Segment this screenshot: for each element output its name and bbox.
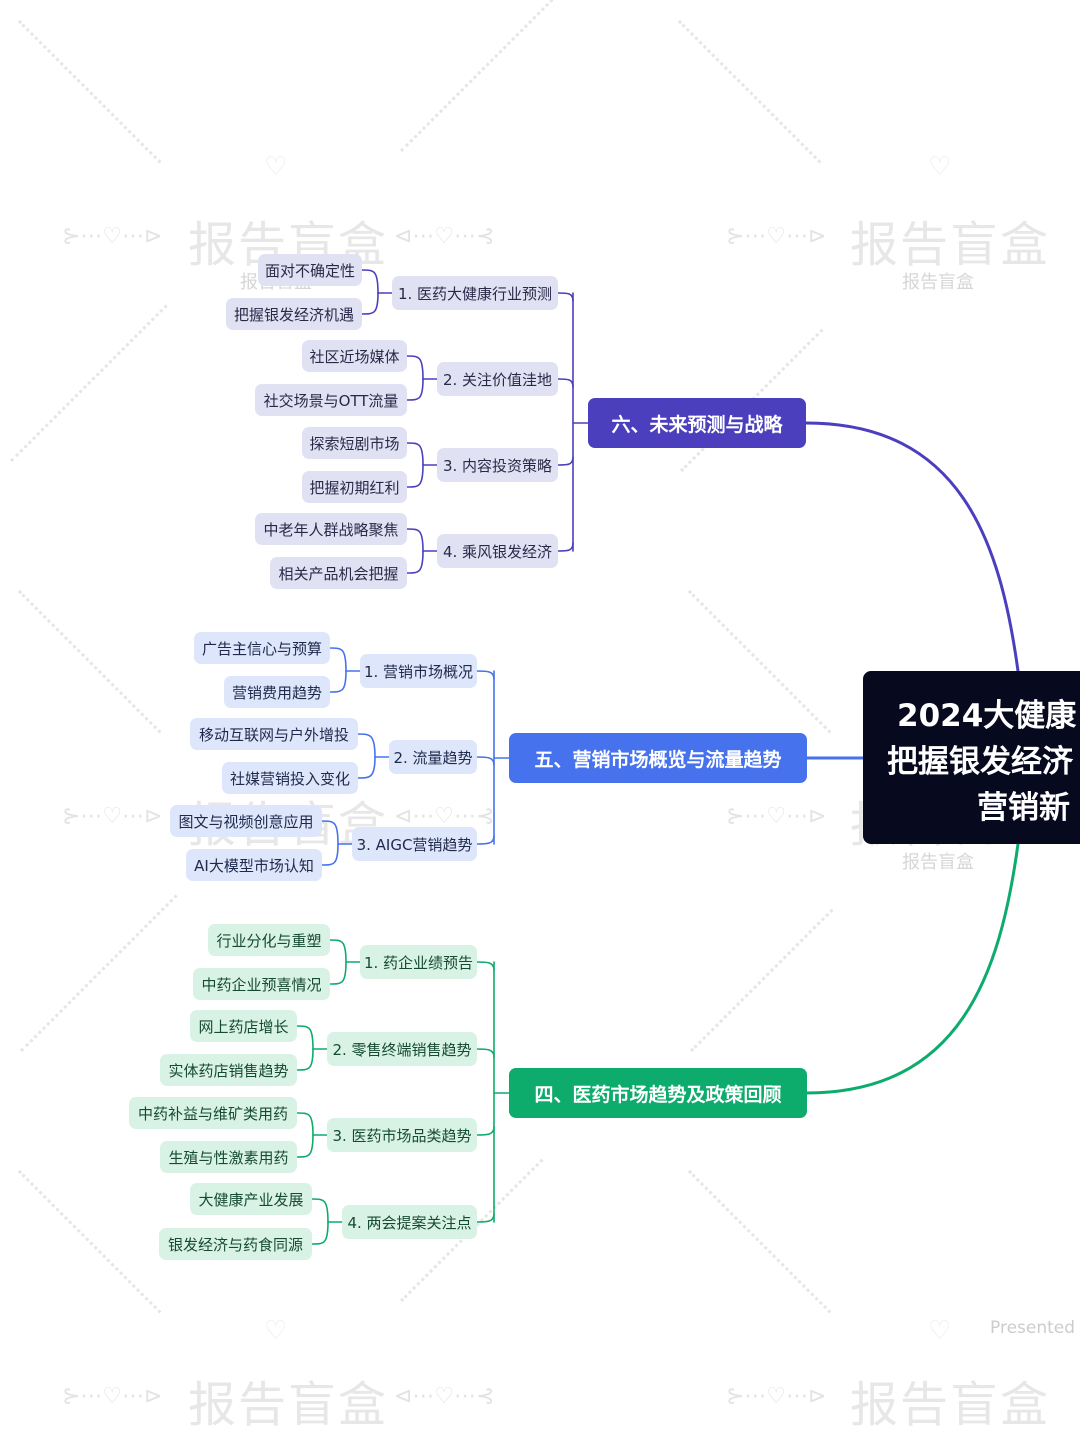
leaf-node[interactable]: AI大模型市场认知: [186, 849, 322, 881]
sub-leaf-link: [296, 1134, 314, 1158]
sub-leaf-link: [296, 1025, 314, 1050]
sub-leaf-link: [406, 355, 424, 380]
sub-leaf-link: [361, 269, 379, 294]
leaf-node[interactable]: 中药企业预喜情况: [193, 968, 330, 1000]
leaf-node[interactable]: 把握银发经济机遇: [226, 298, 362, 330]
sub-leaf-link: [406, 464, 424, 488]
branch-sub-link: [476, 961, 495, 971]
branch-sub-link: [476, 1126, 495, 1136]
leaf-node[interactable]: 相关产品机会把握: [270, 557, 407, 589]
sub-node[interactable]: 1. 医药大健康行业预测: [392, 276, 558, 310]
sub-node[interactable]: 4. 两会提案关注点: [342, 1205, 477, 1239]
branch-sub-link: [557, 542, 574, 552]
leaf-node[interactable]: 广告主信心与预算: [194, 632, 330, 664]
sub-leaf-link: [311, 1198, 329, 1223]
leaf-node[interactable]: 社区近场媒体: [302, 340, 407, 372]
leaf-node[interactable]: 中老年人群战略聚焦: [255, 513, 407, 545]
sub-leaf-link: [406, 528, 424, 552]
leaf-node[interactable]: 中药补益与维矿类用药: [129, 1097, 297, 1129]
branch-sub-link: [557, 292, 574, 302]
sub-leaf-link: [406, 378, 424, 401]
branch-sub-link: [476, 670, 495, 680]
root-node[interactable]: 2024大健康 把握银发经济 营销新: [863, 671, 1080, 844]
sub-node[interactable]: 4. 乘风银发经济: [437, 534, 558, 568]
branch-node-marketing-overview[interactable]: 五、营销市场概览与流量趋势: [509, 733, 807, 783]
leaf-node[interactable]: 生殖与性激素用药: [160, 1141, 297, 1173]
sub-leaf-link: [357, 733, 376, 758]
sub-leaf-link: [321, 820, 339, 845]
leaf-node[interactable]: 银发经济与药食同源: [159, 1228, 312, 1260]
sub-leaf-link: [296, 1048, 314, 1071]
branch-sub-link: [557, 378, 574, 388]
sub-leaf-link: [311, 1221, 329, 1245]
root-title-line: 营销新: [977, 790, 1070, 826]
leaf-node[interactable]: 实体药店销售趋势: [160, 1054, 297, 1086]
sub-leaf-link: [329, 939, 347, 963]
branch-node-future-strategy[interactable]: 六、未来预测与战略: [588, 398, 806, 448]
sub-node[interactable]: 2. 关注价值洼地: [437, 362, 558, 396]
sub-node[interactable]: 2. 零售终端销售趋势: [327, 1032, 477, 1066]
sub-node[interactable]: 3. AIGC营销趋势: [352, 827, 477, 861]
branch-sub-link: [476, 1048, 495, 1058]
sub-leaf-link: [406, 442, 424, 466]
leaf-node[interactable]: 把握初期红利: [302, 471, 407, 503]
presented-label: Presented: [990, 1318, 1076, 1338]
leaf-node[interactable]: 移动互联网与户外增投: [190, 718, 358, 750]
leaf-node[interactable]: 营销费用趋势: [224, 676, 330, 708]
sub-node[interactable]: 1. 营销市场概况: [360, 654, 477, 688]
sub-leaf-link: [357, 756, 376, 779]
sub-node[interactable]: 2. 流量趋势: [389, 740, 477, 774]
leaf-node[interactable]: 社交场景与OTT流量: [255, 384, 407, 416]
sub-leaf-link: [329, 647, 347, 672]
sub-node[interactable]: 3. 内容投资策略: [437, 448, 558, 482]
root-title-line: 把握银发经济: [887, 744, 1073, 780]
leaf-node[interactable]: 探索短剧市场: [302, 427, 407, 459]
leaf-node[interactable]: 大健康产业发展: [190, 1183, 312, 1215]
branch-sub-link: [557, 456, 574, 466]
branch-sub-link: [476, 756, 495, 766]
root-title-line: 2024大健康: [897, 698, 1077, 734]
leaf-node[interactable]: 社媒营销投入变化: [222, 762, 358, 794]
sub-leaf-link: [321, 843, 339, 866]
leaf-node[interactable]: 网上药店增长: [190, 1010, 297, 1042]
sub-leaf-link: [329, 961, 347, 985]
sub-node[interactable]: 3. 医药市场品类趋势: [327, 1118, 477, 1152]
leaf-node[interactable]: 图文与视频创意应用: [170, 805, 322, 837]
root-branch-link: [804, 842, 1020, 1095]
leaf-node[interactable]: 面对不确定性: [258, 254, 362, 286]
sub-node[interactable]: 1. 药企业绩预告: [360, 945, 477, 979]
branch-sub-link: [476, 1213, 495, 1223]
sub-leaf-link: [406, 550, 424, 574]
sub-leaf-link: [361, 292, 379, 315]
sub-leaf-link: [329, 670, 347, 693]
root-branch-link: [804, 421, 1020, 673]
branch-sub-link: [476, 835, 495, 845]
leaf-node[interactable]: 行业分化与重塑: [208, 924, 330, 956]
sub-leaf-link: [296, 1112, 314, 1136]
branch-node-pharma-trends[interactable]: 四、医药市场趋势及政策回顾: [509, 1068, 807, 1118]
